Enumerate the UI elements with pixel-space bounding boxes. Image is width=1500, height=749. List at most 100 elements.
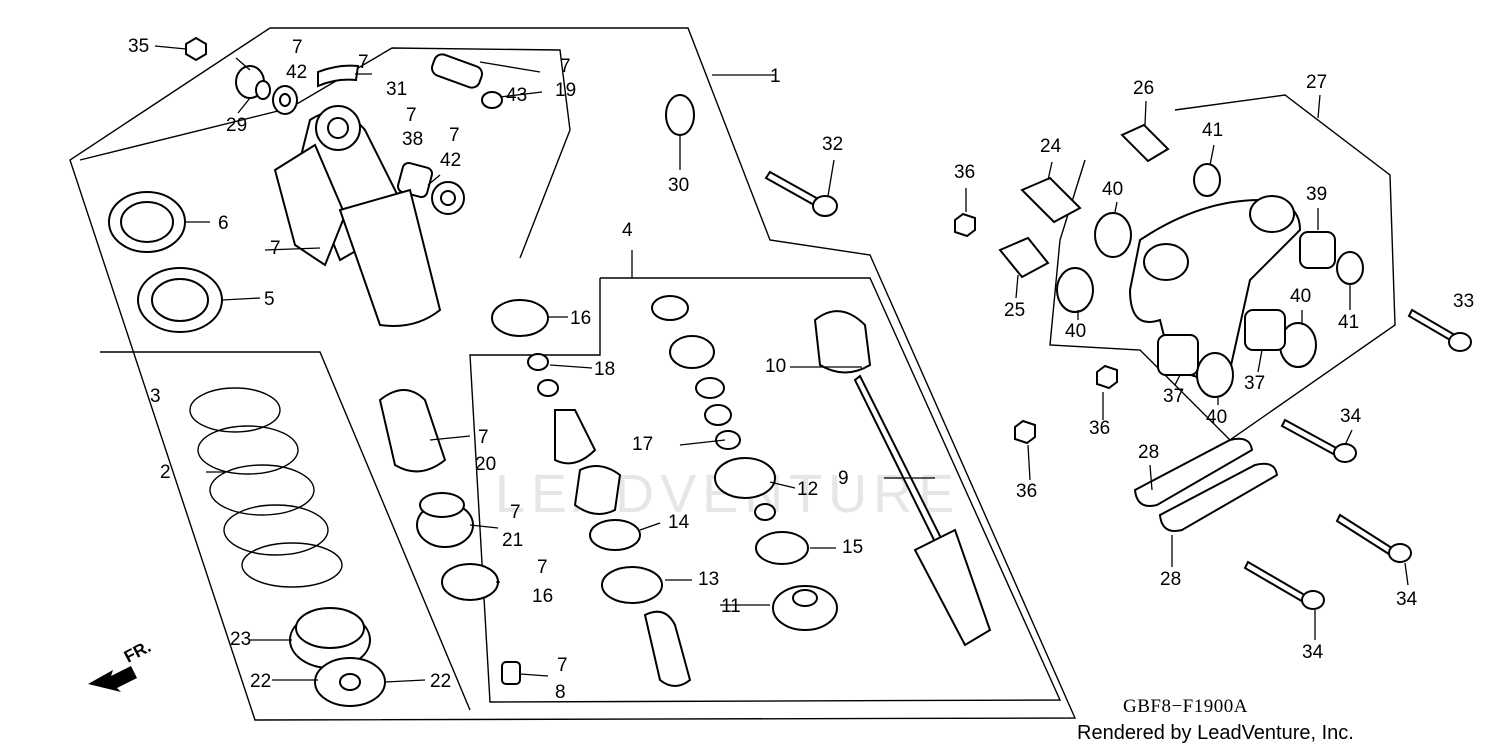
callout-34: 34 xyxy=(1340,406,1362,427)
callout-29: 29 xyxy=(226,115,247,136)
adjuster-nut-5 xyxy=(137,267,223,333)
locknut-6 xyxy=(108,191,186,253)
circlip-16-b xyxy=(441,563,499,601)
leader-line xyxy=(427,174,441,186)
leader-line xyxy=(469,524,499,529)
callout-31: 31 xyxy=(386,79,407,100)
circlip-16-a xyxy=(491,299,549,337)
leader-line xyxy=(235,57,251,71)
callout-19: 19 xyxy=(555,80,576,101)
callout-28: 28 xyxy=(1160,569,1181,590)
callout-16: 16 xyxy=(570,308,591,329)
callout-28: 28 xyxy=(1138,442,1159,463)
leader-line xyxy=(1404,562,1409,586)
callout-25: 25 xyxy=(1004,300,1025,321)
bumper-10 xyxy=(813,310,872,374)
leader-line xyxy=(1114,201,1118,213)
washer-42-mid xyxy=(431,181,465,215)
callout-7: 7 xyxy=(510,502,521,523)
bushing-30 xyxy=(665,94,695,136)
leader-line xyxy=(1344,429,1353,446)
spring-2 xyxy=(189,387,343,588)
callout-39: 39 xyxy=(1306,184,1327,205)
rod-9 xyxy=(853,374,992,647)
bearings-37-39 xyxy=(1157,231,1336,376)
callout-13: 13 xyxy=(698,569,719,590)
callout-22: 22 xyxy=(430,671,451,692)
callout-7: 7 xyxy=(358,52,369,73)
collar-26 xyxy=(1120,123,1170,163)
callout-7: 7 xyxy=(560,56,571,77)
leader-line xyxy=(1144,100,1147,126)
callout-12: 12 xyxy=(797,479,818,500)
callout-42: 42 xyxy=(286,62,307,83)
oring-15 xyxy=(755,531,809,565)
callout-35: 35 xyxy=(128,36,149,57)
leader-line xyxy=(1174,374,1181,386)
collar-25 xyxy=(998,236,1050,279)
shock-body-7 xyxy=(273,105,442,327)
leader-line xyxy=(1027,444,1031,481)
callout-40: 40 xyxy=(1206,407,1227,428)
callout-1: 1 xyxy=(770,66,781,87)
group-outline-4 xyxy=(469,277,1062,703)
callout-33: 33 xyxy=(1453,291,1474,312)
leader-line xyxy=(154,45,187,50)
tie-rods-28 xyxy=(1133,437,1279,532)
callout-21: 21 xyxy=(502,530,523,551)
collar-29 xyxy=(235,65,271,100)
callout-3: 3 xyxy=(150,386,161,407)
callout-17: 17 xyxy=(632,434,653,455)
callout-15: 15 xyxy=(842,537,863,558)
direction-label: FR. xyxy=(121,637,154,667)
bushing-13 xyxy=(601,566,663,604)
callout-8: 8 xyxy=(555,682,566,703)
callout-40: 40 xyxy=(1290,286,1311,307)
leader-line xyxy=(384,679,426,683)
callout-37: 37 xyxy=(1163,386,1184,407)
seal-14 xyxy=(589,519,641,551)
leader-line xyxy=(429,435,471,441)
leader-line xyxy=(827,159,835,197)
callout-24: 24 xyxy=(1040,136,1062,157)
washer-stack xyxy=(527,295,741,450)
stopper-22 xyxy=(314,657,386,707)
leader-line xyxy=(1149,464,1153,491)
callout-30: 30 xyxy=(668,175,689,196)
callout-41: 41 xyxy=(1338,312,1359,333)
callout-42: 42 xyxy=(440,150,461,171)
callout-7: 7 xyxy=(449,125,460,146)
callout-6: 6 xyxy=(218,213,229,234)
bolt-32 xyxy=(764,170,838,217)
callout-10: 10 xyxy=(765,356,786,377)
leader-lines xyxy=(154,45,1409,683)
callout-7: 7 xyxy=(406,105,417,126)
leader-line xyxy=(479,61,541,73)
oring-43 xyxy=(481,91,503,109)
piston-lower xyxy=(643,610,692,687)
leader-line xyxy=(1317,94,1321,119)
valve-19 xyxy=(430,53,484,89)
callout-27: 27 xyxy=(1306,72,1327,93)
bolts-33-34 xyxy=(1243,308,1472,610)
bump-rubber-20 xyxy=(378,389,447,473)
callout-9: 9 xyxy=(838,468,849,489)
callout-36: 36 xyxy=(1016,481,1037,502)
callout-36: 36 xyxy=(954,162,975,183)
callout-43: 43 xyxy=(506,85,527,106)
callout-18: 18 xyxy=(594,359,615,380)
nut-8 xyxy=(501,661,521,685)
callout-40: 40 xyxy=(1102,179,1123,200)
leader-line xyxy=(549,364,593,369)
leader-line xyxy=(1209,144,1215,166)
callout-16: 16 xyxy=(532,586,553,607)
callout-37: 37 xyxy=(1244,373,1265,394)
callout-36: 36 xyxy=(1089,418,1110,439)
callout-26: 26 xyxy=(1133,78,1154,99)
callout-5: 5 xyxy=(264,289,275,310)
callout-20: 20 xyxy=(475,454,496,475)
callout-7: 7 xyxy=(270,238,281,259)
